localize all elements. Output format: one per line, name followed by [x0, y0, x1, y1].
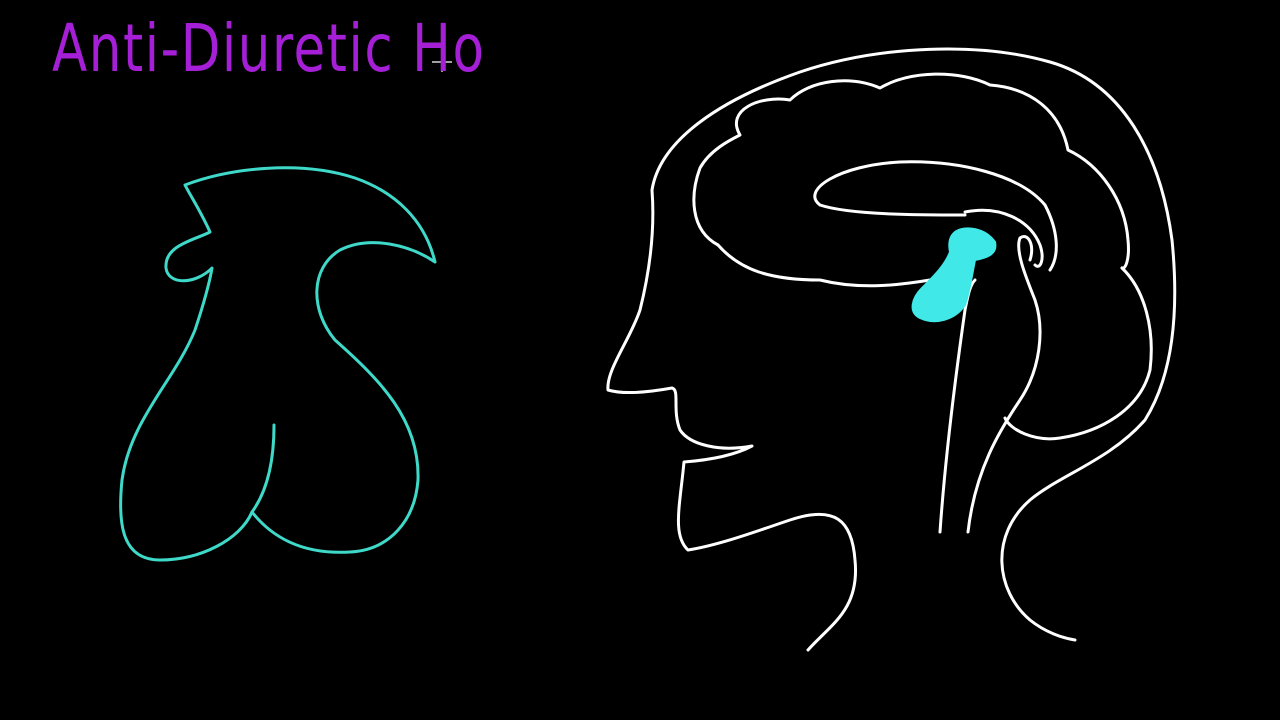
pituitary-highlight-in-head	[911, 227, 997, 323]
cerebellum-outline	[1003, 266, 1153, 441]
cerebrum-outline	[692, 72, 1130, 270]
head-outer-outline	[606, 47, 1177, 652]
brain-lower-boundary	[716, 243, 932, 288]
corpus-callosum-inner	[963, 208, 1044, 268]
brainstem-back-line	[966, 235, 1042, 534]
crosshair-cursor-icon	[432, 52, 452, 72]
pituitary-lobe-divider	[250, 423, 276, 514]
pituitary-outline	[119, 166, 437, 562]
pituitary-gland-drawing	[119, 166, 437, 562]
page-title: Anti-Diuretic Ho	[52, 10, 486, 87]
head-profile-drawing	[606, 47, 1177, 652]
corpus-callosum	[813, 160, 1058, 272]
